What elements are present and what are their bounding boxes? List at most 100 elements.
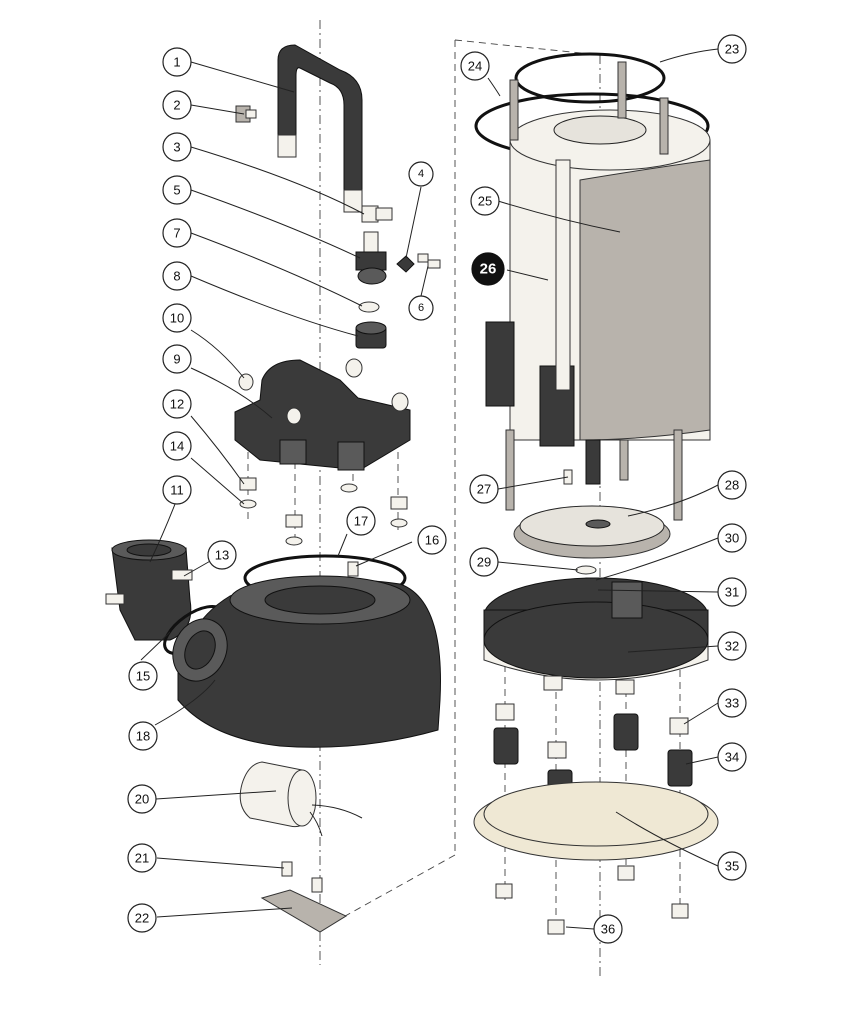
svg-text:32: 32 <box>725 639 739 654</box>
svg-text:26: 26 <box>480 261 497 278</box>
callout-1: 1 <box>162 47 192 77</box>
svg-text:9: 9 <box>173 352 180 367</box>
svg-text:23: 23 <box>725 42 739 57</box>
svg-text:8: 8 <box>173 269 180 284</box>
upper-o-ring <box>514 52 666 104</box>
callout-8: 8 <box>162 261 192 291</box>
cap-nut <box>238 358 409 425</box>
svg-text:18: 18 <box>136 729 150 744</box>
elbow-nipple <box>171 569 193 581</box>
svg-text:30: 30 <box>725 531 739 546</box>
callout-17: 17 <box>346 506 376 536</box>
svg-text:7: 7 <box>173 226 180 241</box>
callout-24: 24 <box>460 51 490 81</box>
pump-volute-housing <box>172 575 441 748</box>
callout-25: 25 <box>470 186 500 216</box>
elbow-screw <box>105 593 125 605</box>
impeller <box>513 505 671 559</box>
impeller-washer <box>575 565 597 575</box>
rubber-grommet <box>355 321 387 349</box>
cable-clamp <box>355 231 387 285</box>
svg-text:13: 13 <box>215 548 229 563</box>
cable-gland-nipple <box>235 105 257 123</box>
svg-text:6: 6 <box>418 302 424 314</box>
bolt <box>361 205 393 223</box>
svg-text:36: 36 <box>601 922 615 937</box>
washer <box>358 301 380 313</box>
discharge-elbow <box>111 539 192 641</box>
svg-text:24: 24 <box>468 59 482 74</box>
callout-27: 27 <box>469 474 499 504</box>
svg-text:10: 10 <box>170 311 184 326</box>
svg-text:29: 29 <box>477 555 491 570</box>
svg-text:34: 34 <box>725 750 739 765</box>
svg-text:35: 35 <box>725 859 739 874</box>
callout-30: 30 <box>717 523 747 553</box>
suction-cover <box>483 577 709 695</box>
svg-text:17: 17 <box>354 514 368 529</box>
callout-34: 34 <box>717 742 747 772</box>
capacitor-bracket <box>260 889 348 933</box>
svg-text:33: 33 <box>725 696 739 711</box>
callout-13: 13 <box>207 540 237 570</box>
svg-text:21: 21 <box>135 851 149 866</box>
capacitor <box>239 761 363 837</box>
callout-26: 26 <box>471 252 505 286</box>
motor-top-cover <box>234 359 411 471</box>
svg-text:12: 12 <box>170 397 184 412</box>
svg-text:2: 2 <box>173 98 180 113</box>
svg-text:14: 14 <box>170 439 184 454</box>
nuts-and-washers <box>239 477 408 546</box>
callout-4: 4 <box>408 161 434 187</box>
callout-18: 18 <box>128 721 158 751</box>
svg-text:5: 5 <box>173 183 180 198</box>
handle-tab-left <box>277 134 297 158</box>
base-plate <box>473 781 719 861</box>
callout-36: 36 <box>593 914 623 944</box>
callout-15: 15 <box>128 661 158 691</box>
callout-7: 7 <box>162 218 192 248</box>
callout-21: 21 <box>127 843 157 873</box>
tie-rods <box>505 61 683 521</box>
leader-lines <box>140 48 719 930</box>
callout-32: 32 <box>717 631 747 661</box>
svg-text:20: 20 <box>135 792 149 807</box>
svg-text:15: 15 <box>136 669 150 684</box>
screws <box>281 861 323 893</box>
svg-text:4: 4 <box>418 168 424 180</box>
callout-14: 14 <box>162 431 192 461</box>
svg-text:31: 31 <box>725 585 739 600</box>
svg-text:22: 22 <box>135 911 149 926</box>
callout-10: 10 <box>162 303 192 333</box>
svg-text:3: 3 <box>173 140 180 155</box>
callout-28: 28 <box>717 470 747 500</box>
callout-16: 16 <box>417 525 447 555</box>
lock-nuts <box>495 865 689 935</box>
svg-text:11: 11 <box>170 483 184 498</box>
svg-text:1: 1 <box>173 55 180 70</box>
foot-nuts <box>495 703 689 759</box>
locating-pin <box>347 561 359 577</box>
callout-3: 3 <box>162 132 192 162</box>
callout-20: 20 <box>127 784 157 814</box>
callout-23: 23 <box>717 34 747 64</box>
svg-text:25: 25 <box>478 194 492 209</box>
screw <box>417 253 441 269</box>
callout-6: 6 <box>408 295 434 321</box>
callout-22: 22 <box>127 903 157 933</box>
callout-33: 33 <box>717 688 747 718</box>
callout-11: 11 <box>162 475 192 505</box>
callout-5: 5 <box>162 175 192 205</box>
callout-2: 2 <box>162 90 192 120</box>
callout-31: 31 <box>717 577 747 607</box>
svg-text:16: 16 <box>425 533 439 548</box>
callout-12: 12 <box>162 389 192 419</box>
svg-text:28: 28 <box>725 478 739 493</box>
motor-stator-shell <box>485 109 711 447</box>
callout-9: 9 <box>162 344 192 374</box>
svg-text:27: 27 <box>477 482 491 497</box>
callout-29: 29 <box>469 547 499 577</box>
callout-35: 35 <box>717 851 747 881</box>
wing-nut <box>396 255 415 273</box>
